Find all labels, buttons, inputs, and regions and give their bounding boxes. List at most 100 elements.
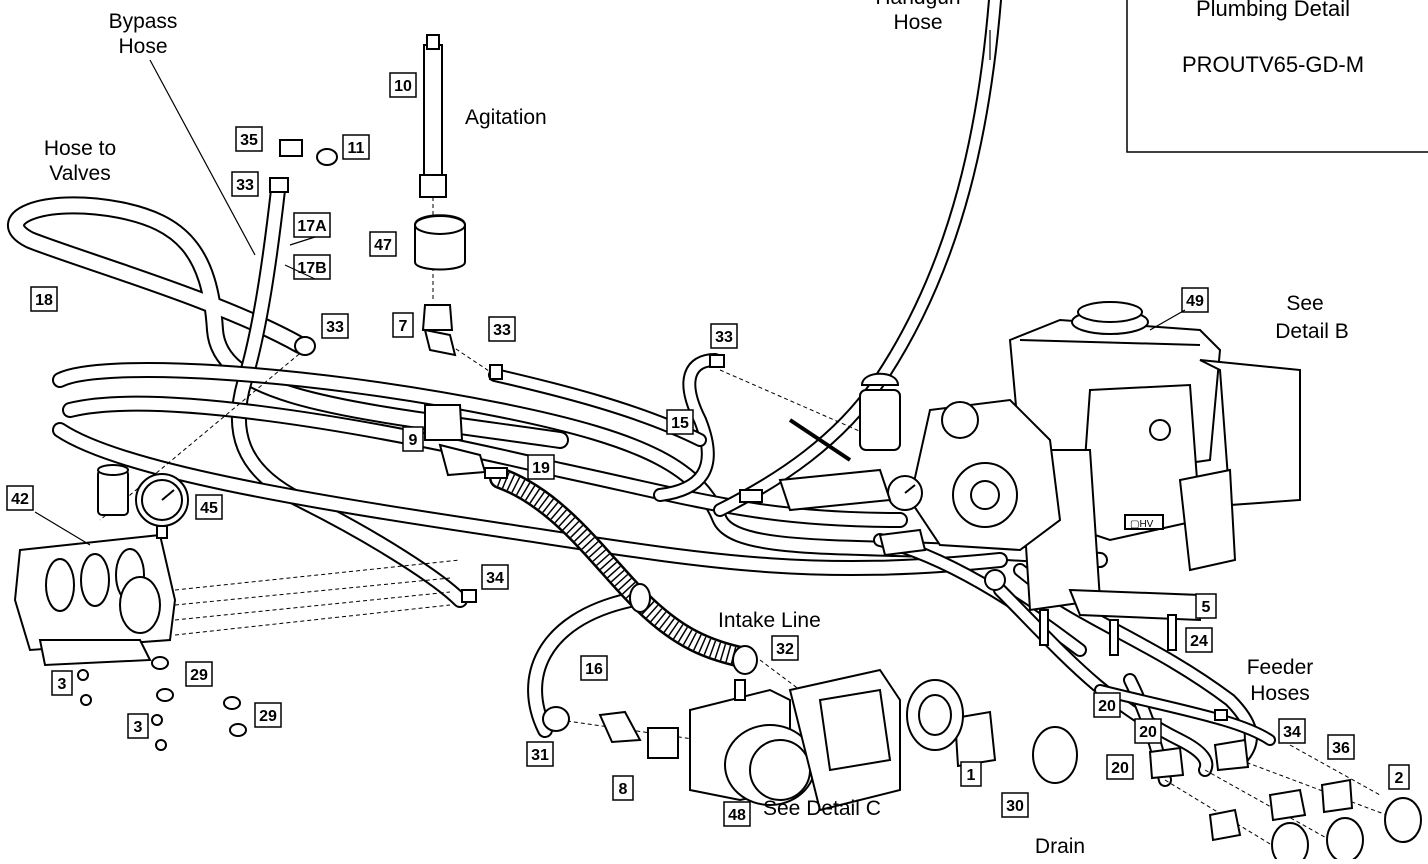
svg-text:1: 1 [967,767,976,784]
callout-7: 7 [392,312,414,338]
svg-text:5: 5 [1202,599,1211,616]
callout-42: 42 [6,485,34,511]
callout-45: 45 [195,494,223,520]
svg-text:11: 11 [348,140,365,157]
label-valves-2: Valves [49,162,110,185]
svg-text:18: 18 [35,292,53,309]
callout-1: 1 [960,761,982,787]
callout-10: 10 [389,72,417,98]
svg-text:35: 35 [240,132,258,149]
callout-9: 9 [402,426,424,452]
svg-text:17A: 17A [297,218,327,235]
label-leaders [34,30,1186,546]
svg-text:19: 19 [532,460,550,477]
svg-text:9: 9 [409,432,418,449]
callout-11: 11 [342,134,370,160]
callout-20-c: 20 [1106,754,1134,780]
svg-text:3: 3 [134,719,143,736]
svg-text:2: 2 [1395,770,1404,787]
callout-34-b: 34 [1278,718,1306,744]
label-intake: Intake Line [718,609,821,632]
callout-33-b: 33 [321,313,349,339]
labels: Bypass Hose Handgun Hose Hose to Valves … [44,0,1349,858]
svg-text:29: 29 [190,667,208,684]
strainer-assembly [689,668,964,812]
callouts: 10 35 11 33 17A 17B 47 18 33 7 33 33 15 … [6,72,1410,827]
svg-text:34: 34 [486,570,504,587]
svg-text:45: 45 [200,500,218,517]
callout-20-b: 20 [1134,718,1162,744]
callout-17a: 17A [293,212,331,238]
label-detail-c: See Detail C [763,797,881,820]
svg-text:32: 32 [776,641,794,658]
callout-2: 2 [1388,764,1410,790]
svg-text:33: 33 [236,177,254,194]
label-handgun-2: Hose [893,11,942,34]
hose-17 [230,182,468,608]
hose-16 [527,592,638,738]
label-valves-1: Hose to [44,137,116,160]
svg-text:36: 36 [1332,740,1350,757]
svg-text:30: 30 [1006,798,1024,815]
callout-32: 32 [771,635,799,661]
callout-3-a: 3 [51,670,73,696]
callout-29-b: 29 [254,702,282,728]
label-handgun-1: Handgun [875,0,960,9]
agitation-parts [414,34,466,357]
svg-text:24: 24 [1190,633,1208,650]
callout-33-d: 33 [710,323,738,349]
label-agitation: Agitation [465,106,547,129]
svg-text:17B: 17B [297,260,326,277]
callout-16: 16 [580,655,608,681]
pump-assembly [778,372,1062,591]
label-bypass-2: Hose [118,35,167,58]
label-detail-b-2: Detail B [1275,320,1349,343]
svg-text:10: 10 [394,78,412,95]
svg-text:7: 7 [399,318,408,335]
title-line-2: PROUTV65-GD-M [1182,52,1364,77]
hose-18 [7,196,569,449]
svg-text:15: 15 [671,415,689,432]
callout-31: 31 [526,741,554,767]
label-bypass-1: Bypass [109,10,178,33]
hose-handgun [713,0,1002,517]
svg-text:8: 8 [619,781,628,798]
svg-text:33: 33 [715,329,733,346]
callout-24: 24 [1185,627,1213,653]
callout-3-b: 3 [127,713,149,739]
engine-brand-text: ▢HV [1130,519,1154,530]
svg-text:34: 34 [1283,724,1301,741]
callout-47: 47 [369,231,397,257]
callout-18: 18 [30,286,58,312]
callout-20-a: 20 [1093,692,1121,718]
svg-text:31: 31 [531,747,549,764]
callout-30: 30 [1001,792,1029,818]
svg-text:16: 16 [585,661,603,678]
callout-29-a: 29 [185,661,213,687]
label-feeder-1: Feeder [1247,656,1314,679]
callout-8: 8 [612,775,634,801]
callout-34-a: 34 [481,564,509,590]
callout-33-a: 33 [231,171,259,197]
svg-text:33: 33 [493,322,511,339]
svg-text:33: 33 [326,319,344,336]
svg-text:20: 20 [1111,760,1129,777]
svg-text:29: 29 [259,708,277,725]
callout-19: 19 [527,454,555,480]
valve-manifold [13,464,177,667]
svg-text:20: 20 [1098,698,1116,715]
svg-text:47: 47 [374,237,392,254]
fittings [77,139,1422,864]
callout-17b: 17B [293,254,331,280]
pressure-gauge [135,473,189,539]
callout-49: 49 [1181,287,1209,313]
callout-36: 36 [1327,734,1355,760]
label-detail-b-1: See [1286,292,1323,315]
svg-text:49: 49 [1186,293,1204,310]
hose-clamps [484,467,763,675]
callout-35: 35 [235,126,263,152]
callout-33-c: 33 [488,316,516,342]
title-box: Plumbing Detail PROUTV65-GD-M [1126,0,1428,153]
svg-text:3: 3 [58,676,67,693]
callout-48: 48 [723,801,751,827]
